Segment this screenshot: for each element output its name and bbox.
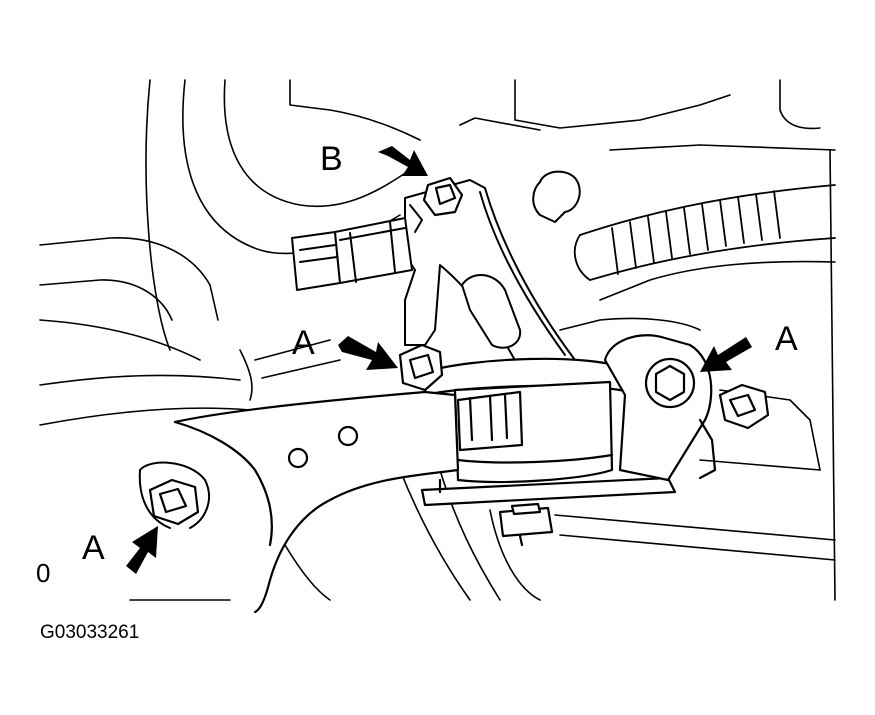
hex-bolt-icon bbox=[148, 478, 200, 526]
pointer-arrow-icon bbox=[126, 526, 158, 574]
lower-control-arm bbox=[173, 390, 460, 614]
callout-label-a: A bbox=[82, 529, 105, 567]
hex-bolt-icon bbox=[718, 383, 770, 430]
hex-bolt-icon bbox=[398, 343, 444, 392]
pointer-arrow-icon bbox=[338, 336, 398, 370]
callout-label-b: B bbox=[320, 140, 343, 178]
arm-bolt-boss bbox=[138, 461, 210, 529]
arm-hole bbox=[337, 425, 359, 447]
mount-block bbox=[420, 357, 677, 507]
pointer-arrow-icon bbox=[378, 146, 428, 176]
background-body-outline bbox=[39, 79, 836, 601]
socket-bolt-icon bbox=[644, 357, 696, 409]
right-mount-bracket bbox=[603, 334, 717, 482]
bracket-slot bbox=[461, 274, 522, 349]
hex-bolt-icon bbox=[498, 502, 554, 547]
ribbed-hose bbox=[573, 184, 836, 281]
round-knob bbox=[532, 170, 581, 223]
corner-mark: 0 bbox=[36, 558, 51, 588]
arm-hole bbox=[287, 447, 309, 469]
callout-label-a: A bbox=[292, 324, 315, 362]
pointer-arrow-icon bbox=[700, 337, 752, 372]
figure-id: G03033261 bbox=[40, 622, 140, 643]
connector-icon bbox=[291, 204, 423, 291]
callout-label-a: A bbox=[775, 320, 798, 358]
hex-bolt-icon bbox=[422, 176, 464, 217]
bracket-edge bbox=[479, 191, 566, 356]
